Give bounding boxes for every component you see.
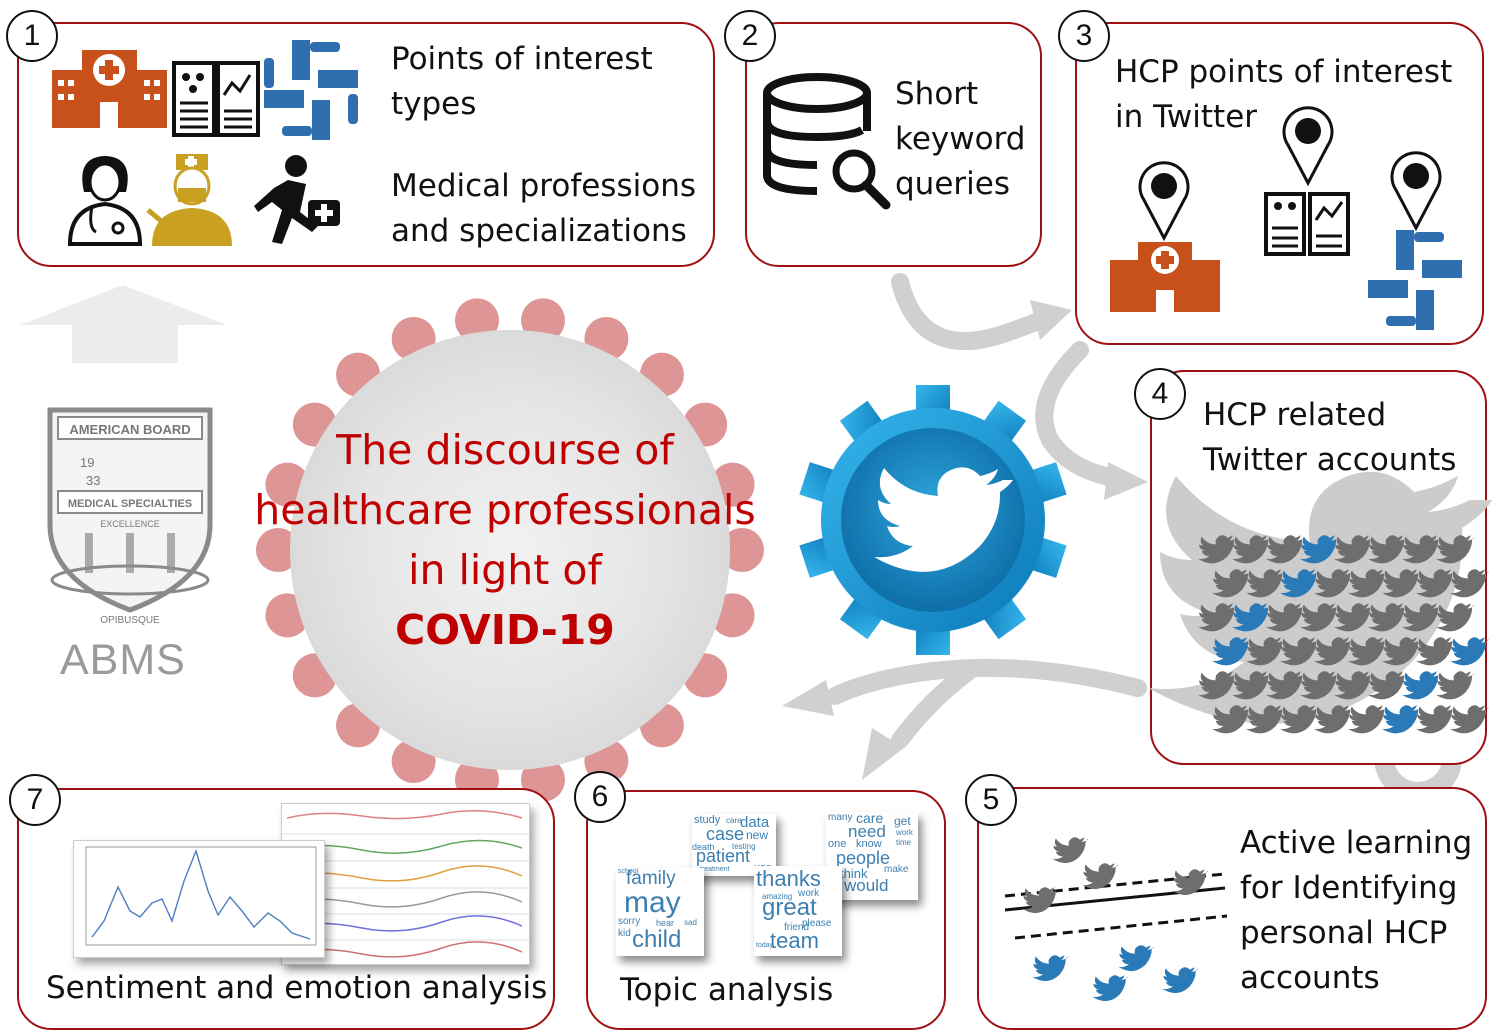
step-1-professions: Medical professions and specializations: [391, 164, 696, 254]
twitter-gear-icon: [799, 385, 1067, 655]
step-1-number: 1: [6, 10, 58, 62]
up-arrow: [20, 285, 227, 363]
teamwork-hands-icon: [1368, 230, 1462, 330]
step-2-number: 2: [724, 10, 776, 62]
emergency-runner-icon: [254, 155, 340, 244]
word-cloud-4: test disease thanks great amazing work f…: [754, 866, 842, 956]
svg-text:33: 33: [86, 473, 100, 488]
step-5-line-1: Active learning: [1240, 825, 1473, 861]
word-cloud-1: study care data case new death testing p…: [692, 814, 776, 876]
step-2-box: [745, 22, 1042, 267]
title-line-1: The discourse of: [336, 426, 674, 474]
surgeon-icon: [146, 154, 232, 246]
step-2-line-1: Short: [895, 76, 979, 112]
step-7-number: 7: [9, 774, 61, 826]
central-title: The discourse of healthcare professional…: [250, 420, 760, 660]
step-5-line-2: for Identifying: [1240, 870, 1458, 906]
svg-text:AMERICAN BOARD: AMERICAN BOARD: [69, 422, 190, 437]
step-5-box: [977, 787, 1487, 1030]
step-1-line-3: Medical professions: [391, 168, 696, 204]
title-line-covid: COVID-19: [395, 606, 615, 654]
step-5-number: 5: [965, 774, 1017, 826]
word-cloud-3: family school may sorry kid hear sad chi…: [616, 868, 704, 956]
teamwork-hands-icon: [264, 40, 358, 140]
research-book-icon: [1264, 192, 1350, 256]
abms-logo-text: ABMS: [60, 636, 186, 684]
svg-text:19: 19: [80, 455, 94, 470]
female-doctor-icon: [67, 156, 143, 246]
step-4-line-2: Twitter accounts: [1203, 442, 1457, 478]
step-1-poi-types: Points of interest types: [391, 37, 653, 127]
step-5-line-4: accounts: [1240, 960, 1380, 996]
twitter-accounts-bird-icon: [1148, 471, 1492, 734]
sentiment-chart-thumbnail: [73, 840, 325, 958]
research-book-icon: [172, 61, 260, 137]
step-3-line-1: HCP points of interest: [1115, 54, 1453, 90]
step-4-number: 4: [1134, 368, 1186, 420]
abms-seal-logo: AMERICAN BOARD 19 33 MEDICAL SPECIALTIES…: [47, 407, 213, 626]
step-5-text: Active learning for Identifying personal…: [1240, 821, 1472, 1001]
step-3-line-2: in Twitter: [1115, 99, 1258, 135]
step-4-text: HCP related Twitter accounts: [1203, 393, 1456, 483]
twitter-pin-icon: [1282, 106, 1334, 187]
title-line-3: in light of: [408, 546, 602, 594]
step-6-number: 6: [574, 771, 626, 823]
twitter-pin-icon: [1138, 161, 1190, 242]
twitter-pin-icon: [1390, 151, 1442, 232]
step-5-line-3: personal HCP: [1240, 915, 1448, 951]
svg-text:OPIBUSQUE: OPIBUSQUE: [100, 615, 160, 626]
hospital-icon: [1110, 242, 1220, 312]
step-2-line-2: keyword: [895, 121, 1026, 157]
title-line-2: healthcare professionals: [254, 486, 756, 534]
step-1-line-2: types: [391, 86, 477, 122]
step-4-line-1: HCP related: [1203, 397, 1387, 433]
step-7-label: Sentiment and emotion analysis: [46, 970, 548, 1006]
svg-text:MEDICAL SPECIALTIES: MEDICAL SPECIALTIES: [68, 498, 192, 510]
svg-text:EXCELLENCE: EXCELLENCE: [100, 519, 160, 529]
step-3-text: HCP points of interest in Twitter: [1115, 50, 1452, 140]
database-search-icon: [763, 73, 891, 210]
step-6-label: Topic analysis: [620, 972, 834, 1008]
step-2-text: Short keyword queries: [895, 72, 1025, 207]
hospital-icon: [52, 50, 167, 128]
active-learning-separator: [1004, 837, 1228, 1002]
step-1-line-4: and specializations: [391, 213, 687, 249]
step-2-line-3: queries: [895, 166, 1010, 202]
step-1-line-1: Points of interest: [391, 41, 653, 77]
step-3-number: 3: [1058, 10, 1110, 62]
